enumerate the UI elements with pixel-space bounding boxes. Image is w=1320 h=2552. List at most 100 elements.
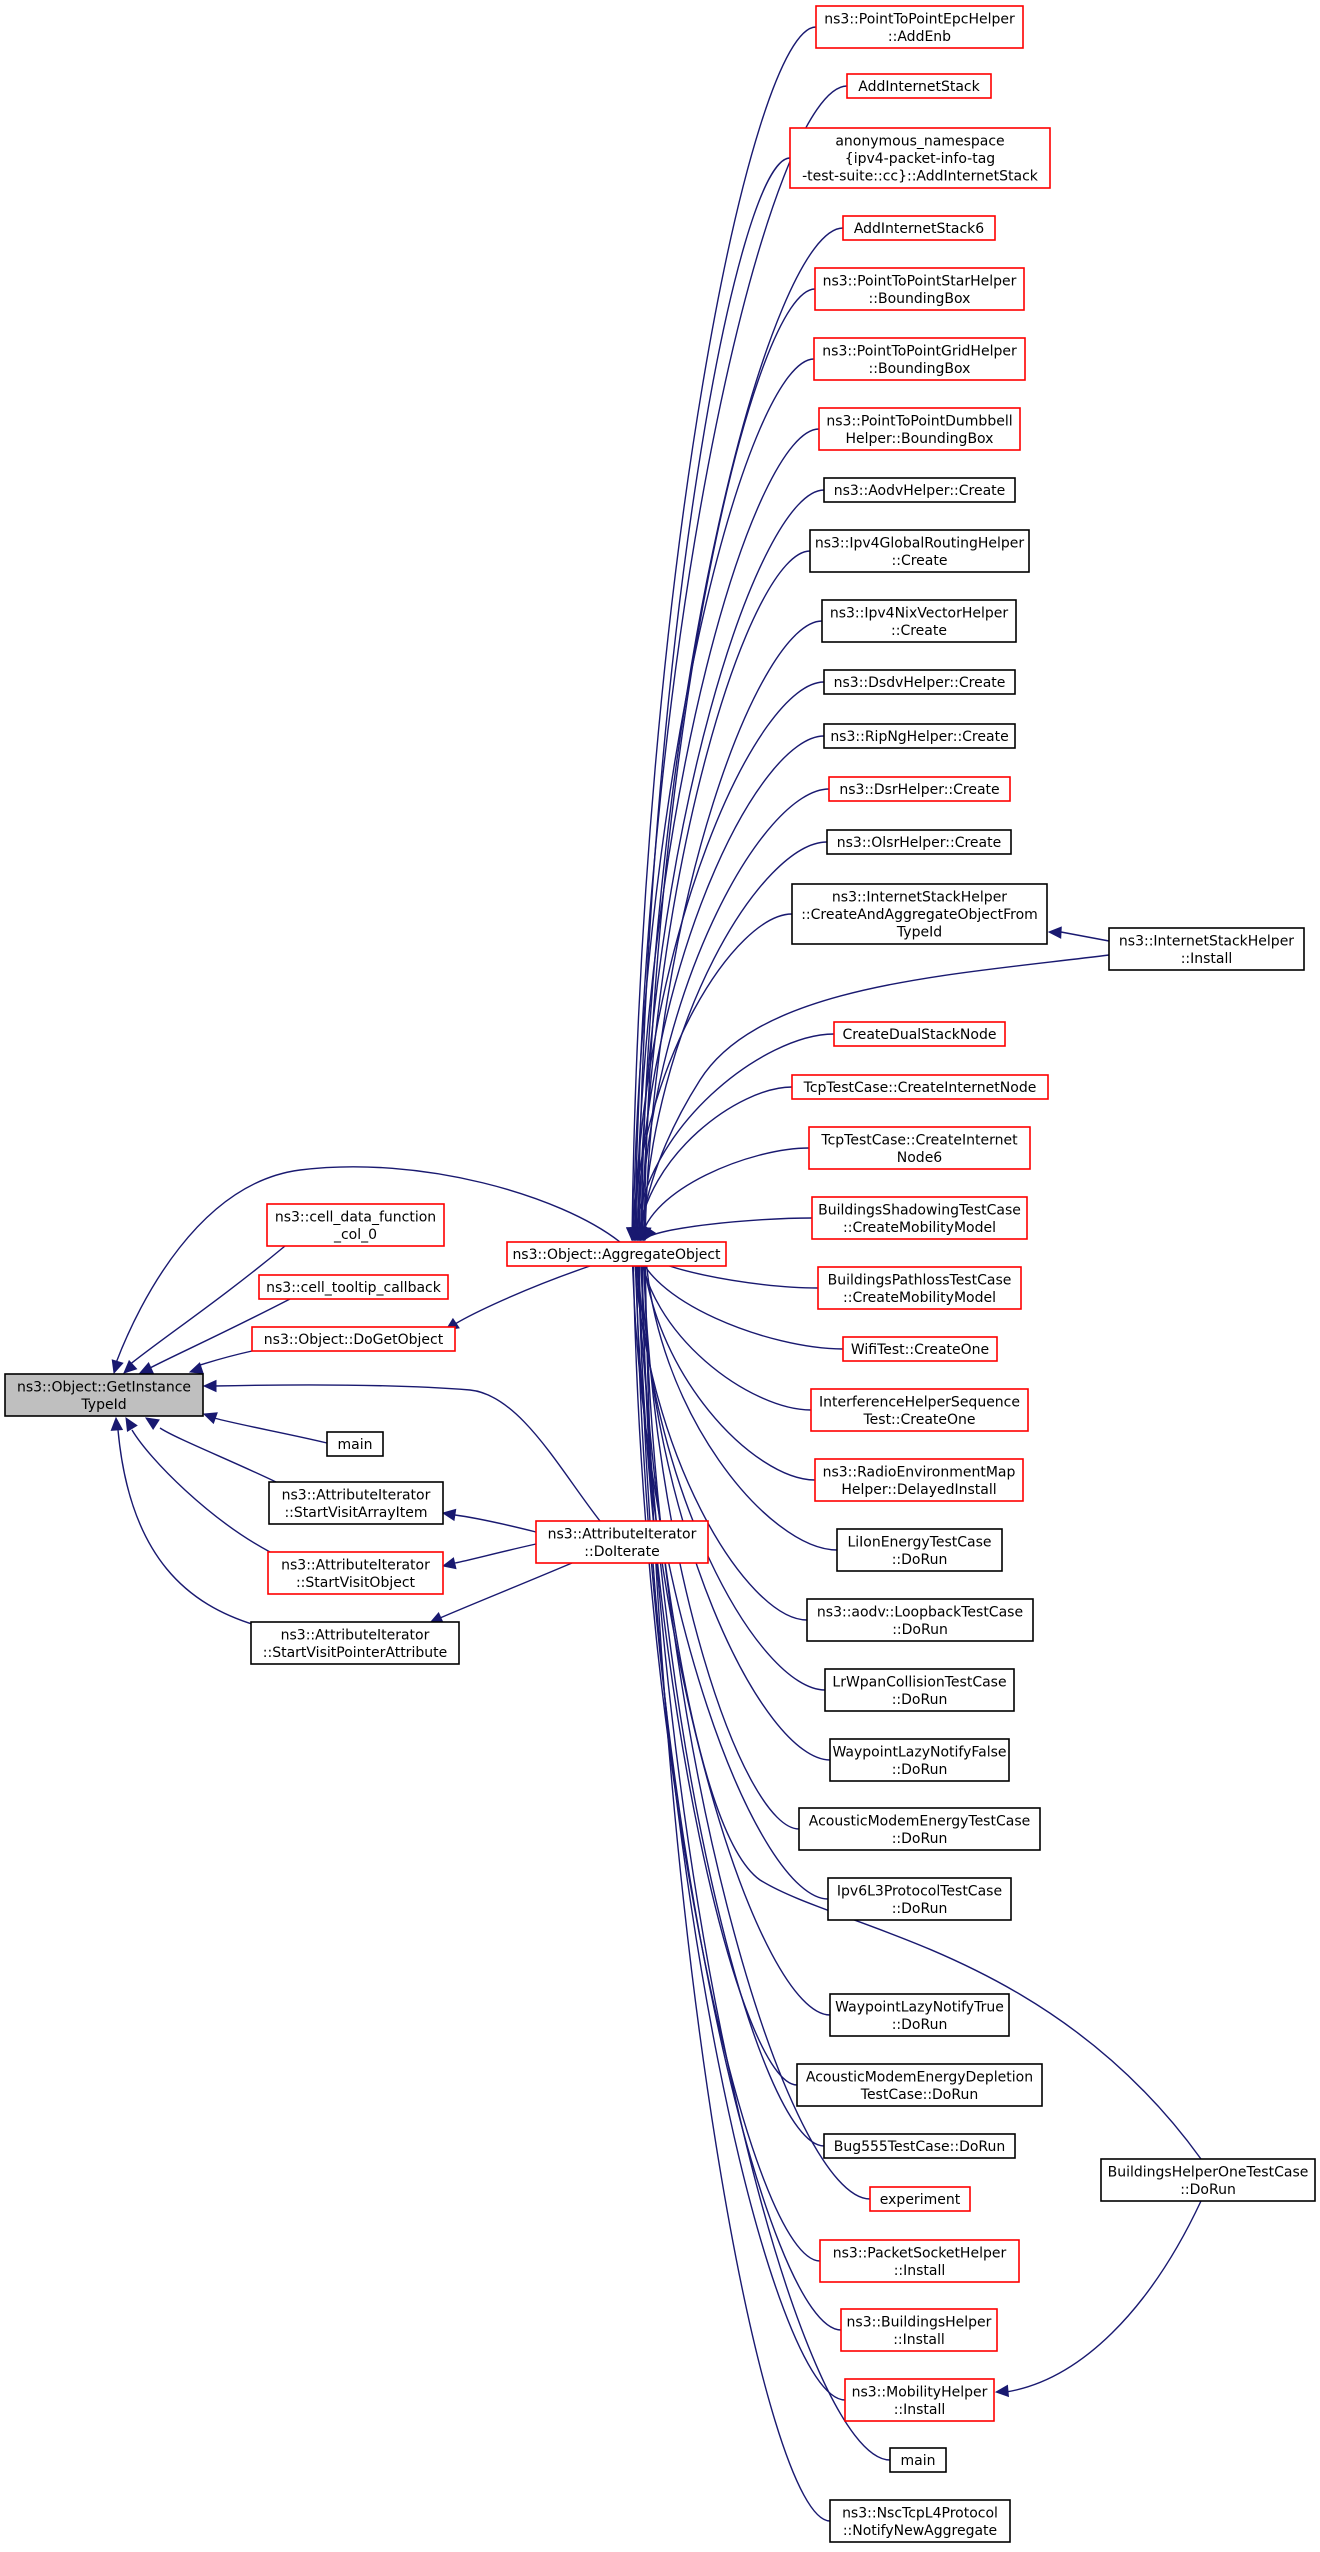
node-label: ::DoRun [892,1552,948,1568]
node-label: ns3::cell_data_function [275,1209,436,1225]
node-box [823,669,1016,695]
node-label: {ipv4-packet-info-tag [845,151,995,167]
edge-svarray-to-getinstance [144,1417,277,1483]
node-doiterate[interactable]: ns3::AttributeIterator::DoIterate [535,1520,709,1564]
node-label: BuildingsShadowingTestCase [818,1202,1021,1218]
node-box [251,1326,456,1352]
edge-bshadowing-to-aggregate [643,1217,813,1242]
node-bbgrid[interactable]: ns3::PointToPointGridHelper::BoundingBox [813,337,1026,381]
node-bhonetest[interactable]: BuildingsHelperOneTestCase::DoRun [1100,2158,1316,2202]
node-label: ::AddEnb [888,29,951,45]
node-label: ns3::PointToPointStarHelper [823,273,1017,289]
edge-buildingsinstall-to-aggregate [629,1242,842,2331]
node-acousticenergy[interactable]: AcousticModemEnergyTestCase::DoRun [798,1807,1041,1851]
node-tcpcreatenode[interactable]: TcpTestCase::CreateInternetNode [791,1074,1049,1100]
node-dogetobject[interactable]: ns3::Object::DoGetObject [251,1326,456,1352]
node-ripngcreate[interactable]: ns3::RipNgHelper::Create [823,723,1016,749]
node-packetsocket[interactable]: ns3::PacketSocketHelper::Install [819,2239,1020,2283]
edge-svpointer-to-getinstance [110,1416,256,1626]
node-label: ns3::InternetStackHelper [832,890,1007,906]
node-label: ::Create [891,623,947,639]
node-radioenv[interactable]: ns3::RadioEnvironmentMapHelper::DelayedI… [814,1458,1024,1502]
node-anon[interactable]: anonymous_namespace{ipv4-packet-info-tag… [789,127,1051,189]
node-addinternetstack[interactable]: AddInternetStack [846,73,992,99]
node-main-right[interactable]: main [889,2447,947,2473]
node-main-left[interactable]: main [326,1431,384,1457]
edge-aggregate-to-dogetobject [445,1265,591,1331]
node-box [818,407,1021,451]
node-label: WaypointLazyNotifyFalse [832,1744,1006,1760]
node-bshadowing[interactable]: BuildingsShadowingTestCase::CreateMobili… [811,1196,1028,1240]
node-interference[interactable]: InterferenceHelperSequenceTest::CreateOn… [810,1388,1029,1432]
node-liion[interactable]: LiIonEnergyTestCase::DoRun [836,1528,1003,1572]
node-box [842,215,996,241]
node-label: ns3::DsdvHelper::Create [834,675,1006,691]
node-wplazytrue[interactable]: WaypointLazyNotifyTrue::DoRun [829,1993,1010,2037]
node-box [789,127,1051,189]
node-box [842,1336,998,1362]
node-label: ::DoRun [1180,2182,1236,2198]
node-aodvcreate[interactable]: ns3::AodvHelper::Create [823,477,1016,503]
node-ipv4nixcreate[interactable]: ns3::Ipv4NixVectorHelper::Create [821,599,1017,643]
node-bbstar[interactable]: ns3::PointToPointStarHelper::BoundingBox [814,267,1025,311]
node-bug555[interactable]: Bug555TestCase::DoRun [823,2133,1016,2159]
node-bbdumbbell[interactable]: ns3::PointToPointDumbbellHelper::Boundin… [818,407,1021,451]
edge-doiterate-to-getinstance [202,1379,601,1522]
node-box [268,1481,444,1525]
node-olsrcreate[interactable]: ns3::OlsrHelper::Create [826,829,1012,855]
edge-doiterate-to-svpointer [428,1562,573,1624]
node-box [326,1431,384,1457]
node-aggregate[interactable]: ns3::Object::AggregateObject [506,1241,727,1267]
node-label: ::Install [894,2263,946,2279]
node-box [266,1203,445,1247]
node-label: ::BoundingBox [869,291,971,307]
edge-liion-to-aggregate [639,1242,838,1551]
node-box [829,2499,1011,2543]
node-label: ::DoRun [892,1692,948,1708]
node-mobilityinstall[interactable]: ns3::MobilityHelper::Install [844,2378,995,2422]
node-wifitest[interactable]: WifiTest::CreateOne [842,1336,998,1362]
node-ipv4globalcreate[interactable]: ns3::Ipv4GlobalRoutingHelper::Create [809,529,1030,573]
node-svobject[interactable]: ns3::AttributeIterator::StartVisitObject [267,1551,444,1595]
node-svpointer[interactable]: ns3::AttributeIterator::StartVisitPointe… [250,1621,460,1665]
edge-addenb-to-aggregate [625,26,817,1242]
node-box [258,1274,449,1300]
node-label: BuildingsHelperOneTestCase [1108,2164,1309,2180]
node-aodvloopback[interactable]: ns3::aodv::LoopbackTestCase::DoRun [806,1598,1034,1642]
node-buildingsinstall[interactable]: ns3::BuildingsHelper::Install [840,2308,998,2352]
node-cell-data[interactable]: ns3::cell_data_function_col_0 [266,1203,445,1247]
node-bpathloss[interactable]: BuildingsPathlossTestCase::CreateMobilit… [817,1266,1022,1310]
node-createaggregate[interactable]: ns3::InternetStackHelper::CreateAndAggre… [791,883,1048,945]
node-box [809,529,1030,573]
node-addenb[interactable]: ns3::PointToPointEpcHelper::AddEnb [815,5,1024,49]
edge-doiterate-to-svobject [441,1543,537,1570]
edge-lrwpan-to-aggregate [631,1242,826,1691]
node-addinternetstack6[interactable]: AddInternetStack6 [842,215,996,241]
node-label: ns3::AttributeIterator [281,1627,430,1643]
node-lrwpan[interactable]: LrWpanCollisionTestCase::DoRun [824,1668,1015,1712]
node-label: ::BoundingBox [869,361,971,377]
node-label: ns3::cell_tooltip_callback [266,1280,442,1296]
edge-createdualstack-to-aggregate [629,1033,835,1242]
node-label: BuildingsPathlossTestCase [828,1272,1012,1288]
node-label: ::StartVisitObject [296,1575,416,1591]
node-nsctcp[interactable]: ns3::NscTcpL4Protocol::NotifyNewAggregat… [829,2499,1011,2543]
node-ishinstall[interactable]: ns3::InternetStackHelper::Install [1108,927,1305,971]
edge-dogetobject-to-getinstance [188,1350,253,1375]
node-ipv6l3[interactable]: Ipv6L3ProtocolTestCase::DoRun [827,1877,1012,1921]
node-dsdvcreate[interactable]: ns3::DsdvHelper::Create [823,669,1016,695]
node-label: ns3::Object::DoGetObject [264,1332,444,1348]
node-wplazyfalse[interactable]: WaypointLazyNotifyFalse::DoRun [829,1738,1010,1782]
node-dsrcreate[interactable]: ns3::DsrHelper::Create [828,776,1011,802]
node-label: ns3::RipNgHelper::Create [830,729,1008,745]
node-experiment[interactable]: experiment [869,2186,971,2212]
node-createdualstack[interactable]: CreateDualStackNode [833,1021,1006,1047]
node-box [1100,2158,1316,2202]
node-acousticdepletion[interactable]: AcousticModemEnergyDepletionTestCase::Do… [796,2063,1043,2107]
node-cell-tooltip[interactable]: ns3::cell_tooltip_callback [258,1274,449,1300]
node-box [791,1074,1049,1100]
node-box [840,2308,998,2352]
node-svarray[interactable]: ns3::AttributeIterator::StartVisitArrayI… [268,1481,444,1525]
